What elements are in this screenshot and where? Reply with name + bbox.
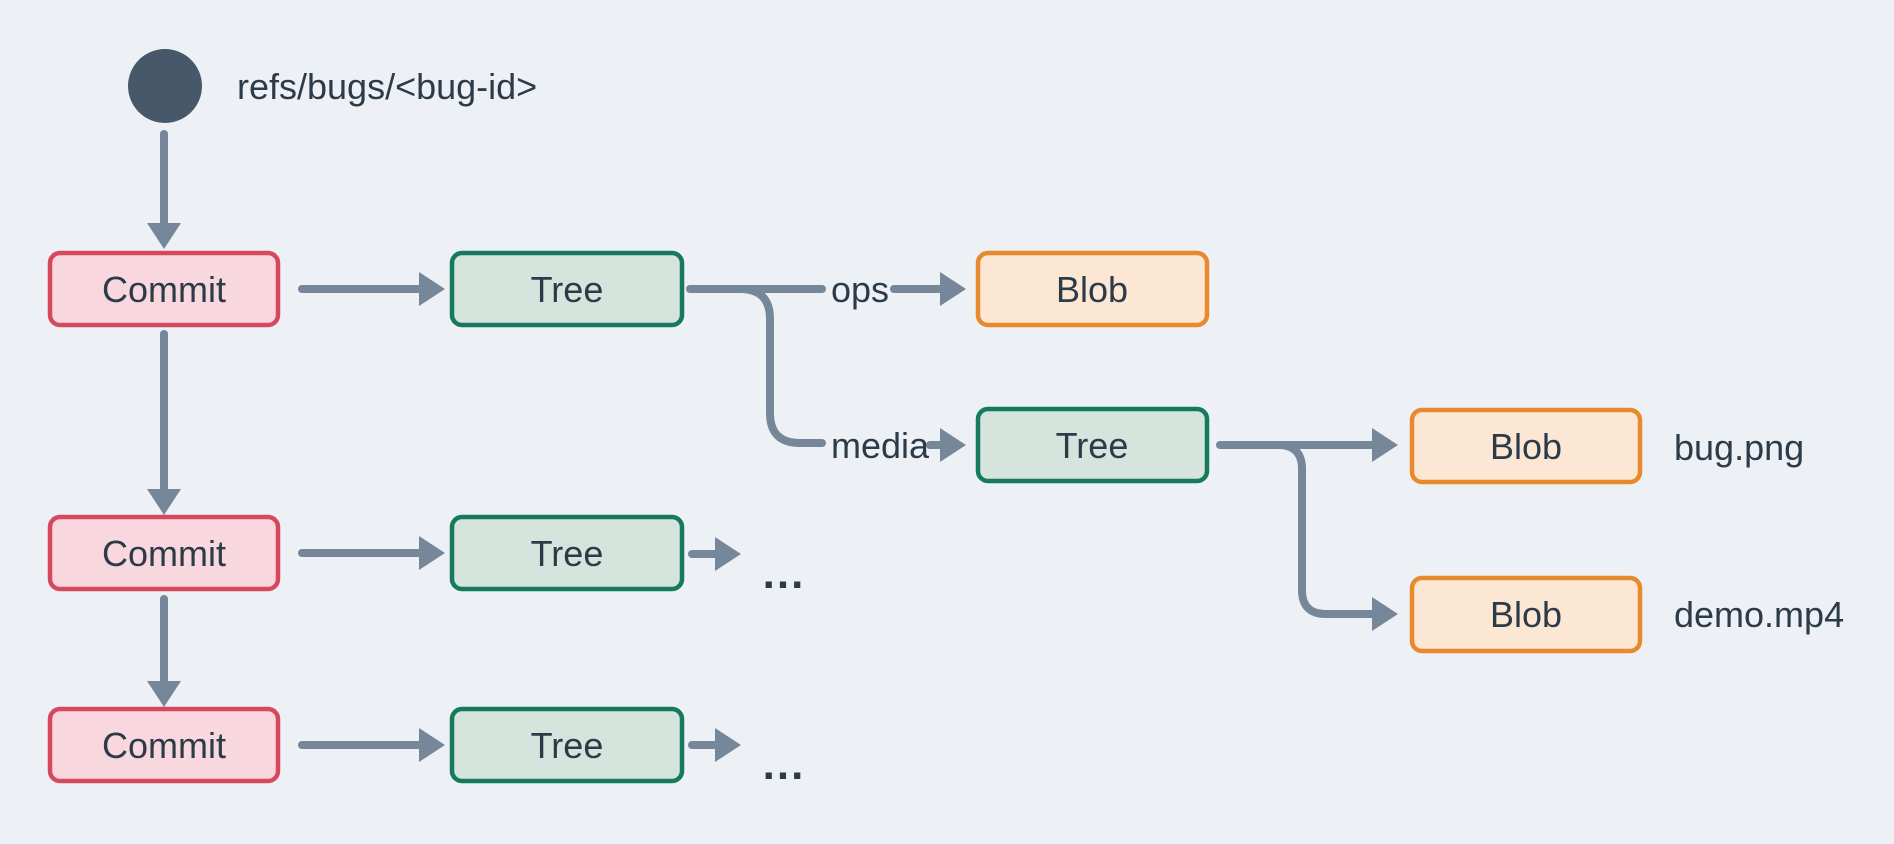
blob-demo-box [1409,575,1643,654]
node-tree-root-2: Tree [449,514,685,592]
tree-3-box [449,706,685,784]
edge-mediatree-to-demo-blob [1274,441,1398,631]
file-label-demo-mp4: demo.mp4 [1674,594,1844,635]
node-blob-demo: Blob [1409,575,1643,654]
tree-2-box [449,514,685,592]
node-blob-bug: Blob [1409,407,1643,485]
commit-3-label: Commit [102,725,226,766]
commit-1-box [47,250,281,328]
commit-3-box [47,706,281,784]
node-commit-3: Commit [47,706,281,784]
commit-1-label: Commit [102,269,226,310]
ellipsis-row3: ... [763,740,806,789]
commit-2-label: Commit [102,533,226,574]
edges [147,130,1398,762]
edge-label-ops: ops [831,269,889,310]
file-label-bug-png: bug.png [1674,427,1804,468]
blob-bug-label: Blob [1490,426,1562,467]
edge-label-media: media [831,425,930,466]
ref-label: refs/bugs/<bug-id> [237,66,537,107]
edge-tree1-branch-to-media [736,285,826,447]
tree-media-label: Tree [1056,425,1129,466]
ref-circle [128,49,202,123]
blob-ops-box [975,250,1210,328]
blob-ops-label: Blob [1056,269,1128,310]
blob-demo-label: Blob [1490,594,1562,635]
commit-2-box [47,514,281,592]
node-commit-1: Commit [47,250,281,328]
tree-1-label: Tree [531,269,604,310]
tree-3-label: Tree [531,725,604,766]
node-tree-root-1: Tree [449,250,685,328]
node-tree-media: Tree [975,406,1210,484]
node-commit-2: Commit [47,514,281,592]
tree-2-label: Tree [531,533,604,574]
blob-bug-box [1409,407,1643,485]
node-blob-ops: Blob [975,250,1210,328]
ref-head: refs/bugs/<bug-id> [128,49,537,123]
tree-1-box [449,250,685,328]
tree-media-box [975,406,1210,484]
ellipsis-row2: ... [763,549,806,598]
node-tree-root-3: Tree [449,706,685,784]
